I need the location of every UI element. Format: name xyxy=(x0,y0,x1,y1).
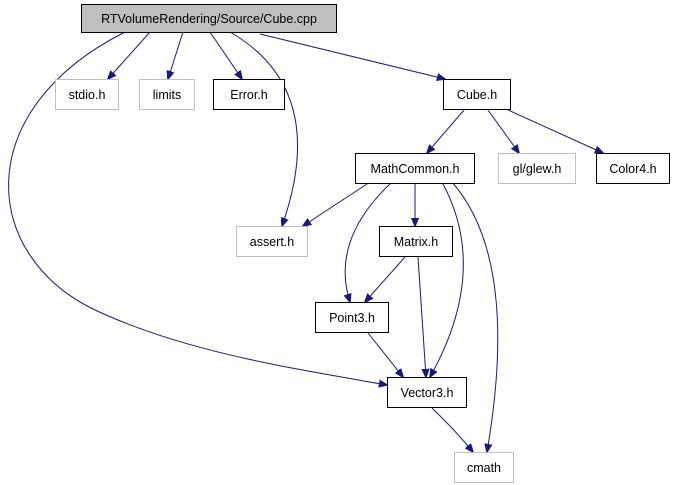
edge-vector3-cmath xyxy=(431,407,473,452)
root-node-cube-cpp: RTVolumeRendering/Source/Cube.cpp xyxy=(81,4,337,33)
edge-root-stdio xyxy=(108,31,151,79)
edge-point3-vector3 xyxy=(367,332,403,377)
edge-cube-color4 xyxy=(507,109,603,153)
edge-matrix-point3 xyxy=(365,256,406,302)
node-limits: limits xyxy=(139,79,195,110)
edge-root-limits xyxy=(168,31,184,79)
edge-root-vector3 xyxy=(8,31,387,385)
node-error-h[interactable]: Error.h xyxy=(213,79,285,110)
node-glew-h: gl/glew.h xyxy=(498,153,576,184)
edge-mathcommon-vector3 xyxy=(430,181,464,377)
node-assert-h: assert.h xyxy=(236,226,308,257)
edge-mathcommon-cmath xyxy=(451,181,499,452)
edge-root-cube xyxy=(259,33,445,79)
node-matrix-h[interactable]: Matrix.h xyxy=(379,226,453,257)
node-cmath: cmath xyxy=(454,452,514,483)
edge-cube-mathcommon xyxy=(427,109,465,153)
node-stdio-h: stdio.h xyxy=(55,79,119,110)
node-cube-h[interactable]: Cube.h xyxy=(443,79,511,110)
node-point3-h[interactable]: Point3.h xyxy=(315,302,389,333)
edge-cube-glew xyxy=(487,109,519,153)
node-mathcommon-h[interactable]: MathCommon.h xyxy=(355,153,475,184)
edge-root-assert xyxy=(229,31,299,226)
node-vector3-h[interactable]: Vector3.h xyxy=(387,377,467,408)
node-color4-h[interactable]: Color4.h xyxy=(596,153,670,184)
edge-matrix-vector3 xyxy=(417,256,426,377)
edge-mathcommon-point3 xyxy=(345,181,393,302)
edge-root-error xyxy=(209,31,242,79)
edge-mathcommon-assert xyxy=(303,181,371,226)
